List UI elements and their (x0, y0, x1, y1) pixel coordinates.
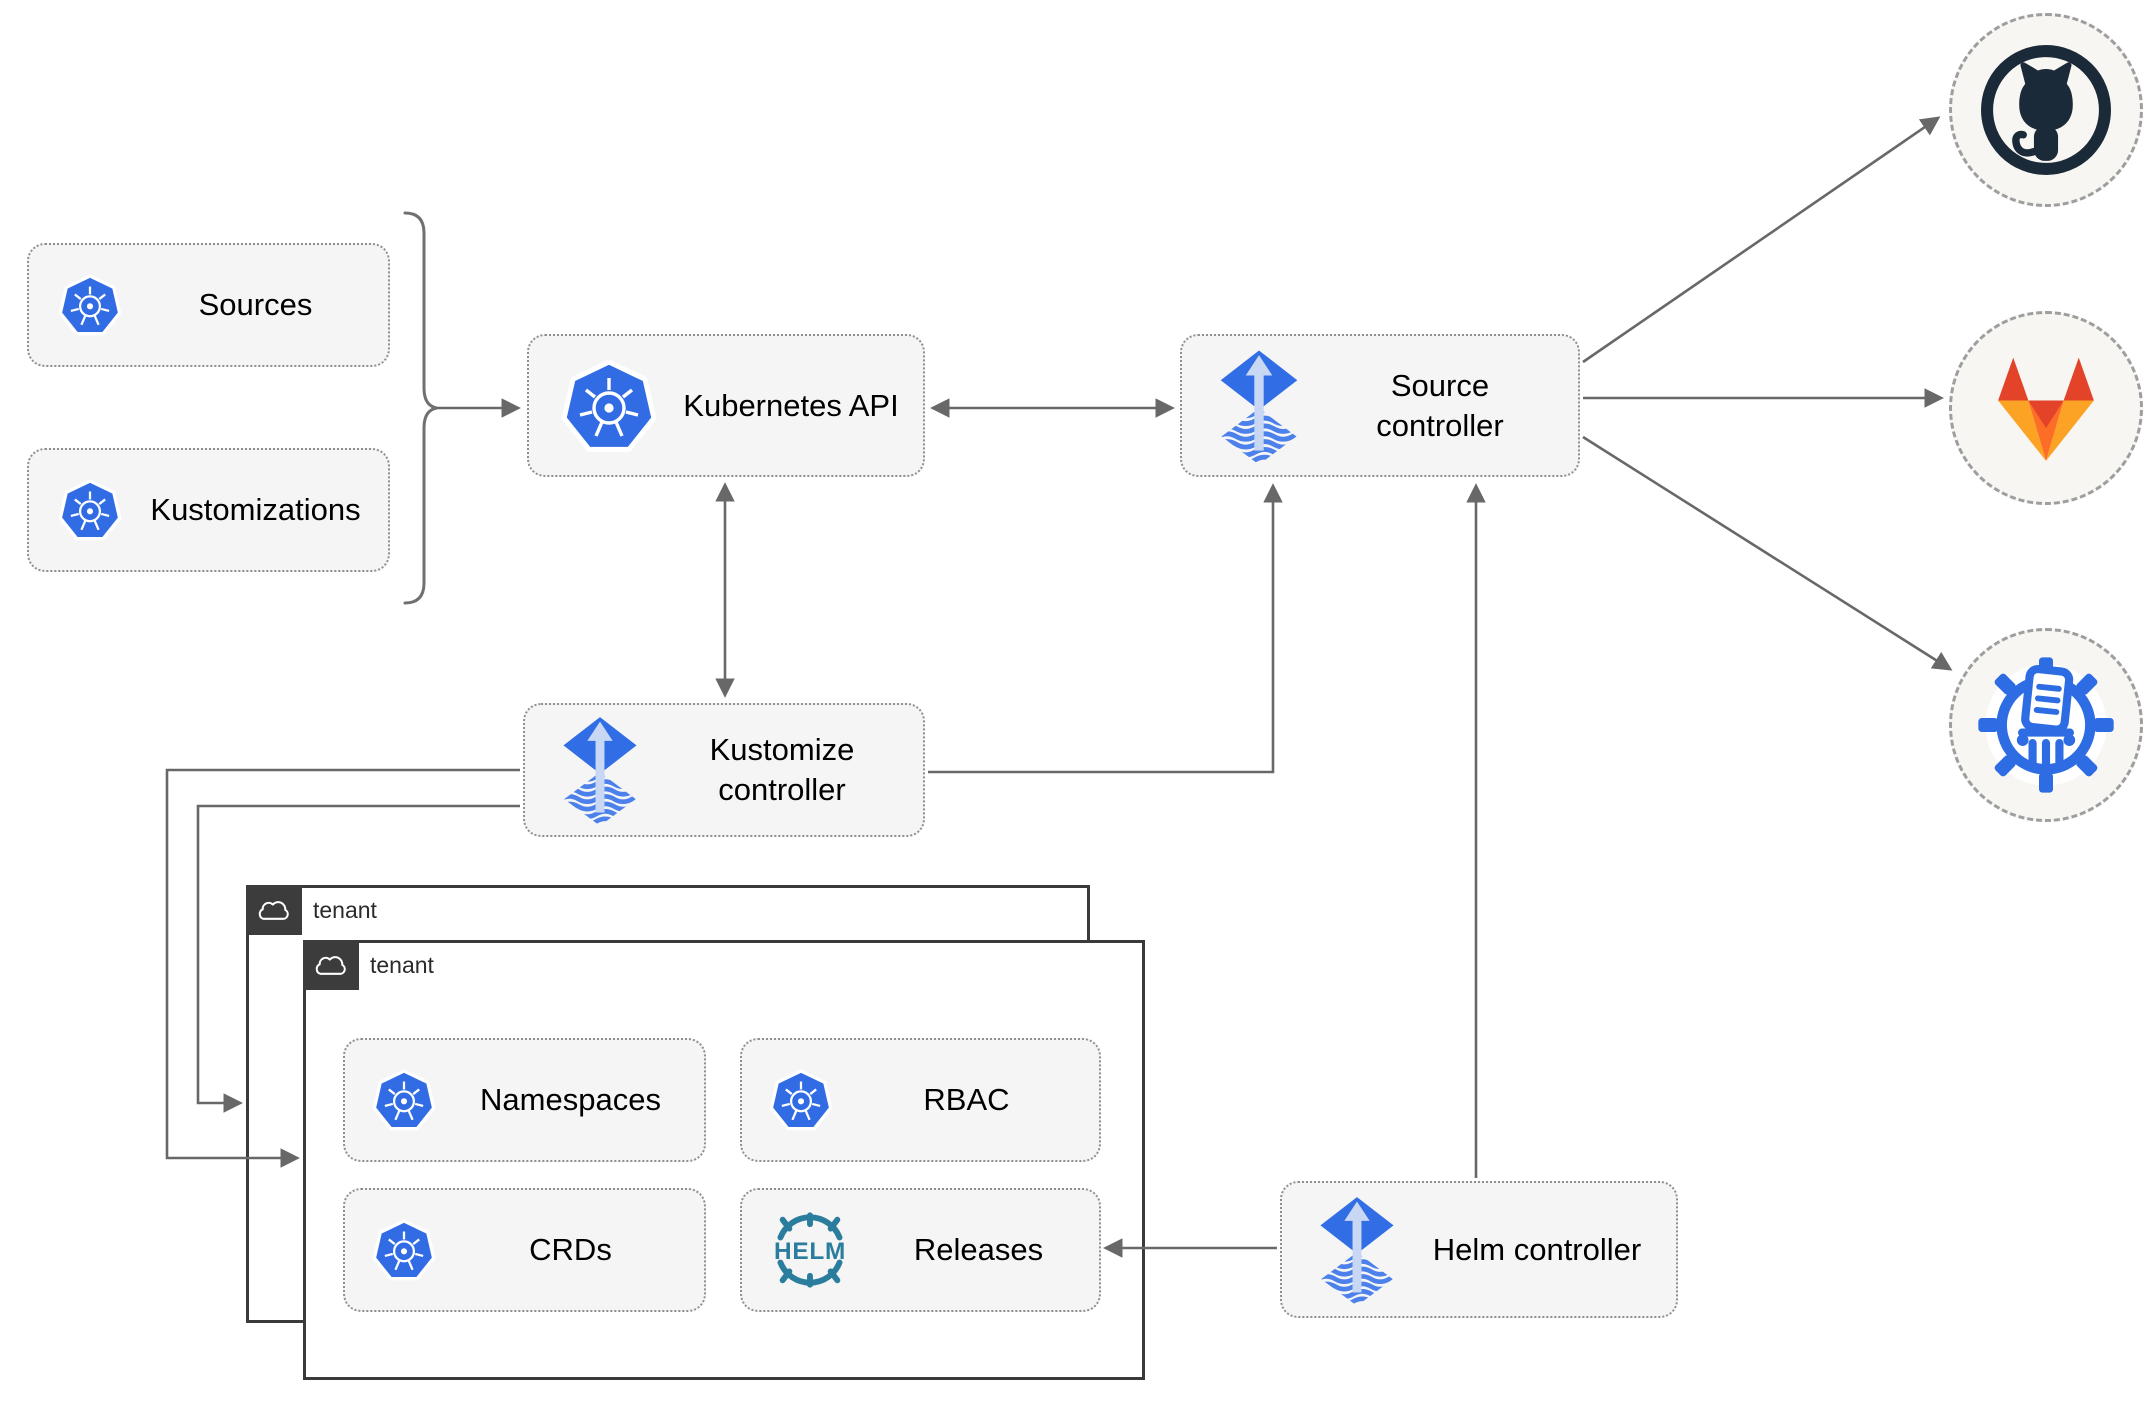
flux-icon (559, 714, 641, 826)
flux-icon (1316, 1194, 1398, 1306)
node-sources-label: Sources (198, 287, 313, 323)
kubernetes-icon (768, 1067, 834, 1133)
tenant-front-label: tenant (370, 951, 434, 978)
helm-icon: HELM (762, 1208, 858, 1292)
cloud-icon (315, 955, 346, 975)
node-namespaces-label: Namespaces (480, 1082, 661, 1118)
node-helm-controller: Helm controller (1280, 1181, 1678, 1318)
node-kustomize-controller: Kustomize controller (523, 703, 925, 837)
remote-helm-repository (1949, 628, 2143, 822)
node-releases: HELM Releases (740, 1188, 1101, 1312)
gitlab-icon (1998, 357, 2094, 461)
node-rbac-label: RBAC (923, 1082, 1010, 1118)
helm-repository-icon (1978, 657, 2114, 793)
node-sources: Sources (27, 243, 390, 367)
tenant-back-label: tenant (313, 896, 377, 923)
node-crds: CRDs (343, 1188, 706, 1312)
arrow-kustomize-to-source-controller (928, 483, 1283, 774)
cloud-icon (303, 940, 359, 990)
brace-sources-group (403, 211, 438, 605)
node-kustomizations: Kustomizations (27, 448, 390, 572)
node-source-controller: Source controller (1180, 334, 1580, 477)
node-namespaces: Namespaces (343, 1038, 706, 1162)
node-source-controller-label: Source controller (1376, 367, 1504, 443)
arrow-source-to-github (1582, 116, 1941, 364)
node-kustomizations-label: Kustomizations (150, 492, 361, 528)
kubernetes-icon (371, 1217, 437, 1283)
kubernetes-icon (57, 477, 123, 543)
remote-gitlab (1949, 311, 2143, 505)
kubernetes-icon (371, 1067, 437, 1133)
node-kubernetes-api: Kubernetes API (527, 334, 925, 477)
tenant-box-front: tenant Namespaces (303, 940, 1145, 1380)
remote-github (1949, 13, 2143, 207)
flux-icon (1216, 347, 1302, 465)
cloud-icon (258, 900, 289, 920)
node-kustomize-controller-label: Kustomize controller (709, 732, 855, 807)
node-kubernetes-api-label: Kubernetes API (683, 387, 899, 423)
node-rbac: RBAC (740, 1038, 1101, 1162)
github-icon (1981, 45, 2111, 175)
arrow-source-to-helm-repository (1582, 435, 1953, 671)
cloud-icon (246, 885, 302, 935)
node-helm-controller-label: Helm controller (1432, 1231, 1642, 1267)
node-releases-label: Releases (913, 1232, 1044, 1268)
kubernetes-icon (559, 356, 659, 456)
kubernetes-icon (57, 272, 123, 338)
helm-logo-text: HELM (774, 1238, 846, 1265)
node-crds-label: CRDs (529, 1232, 612, 1268)
